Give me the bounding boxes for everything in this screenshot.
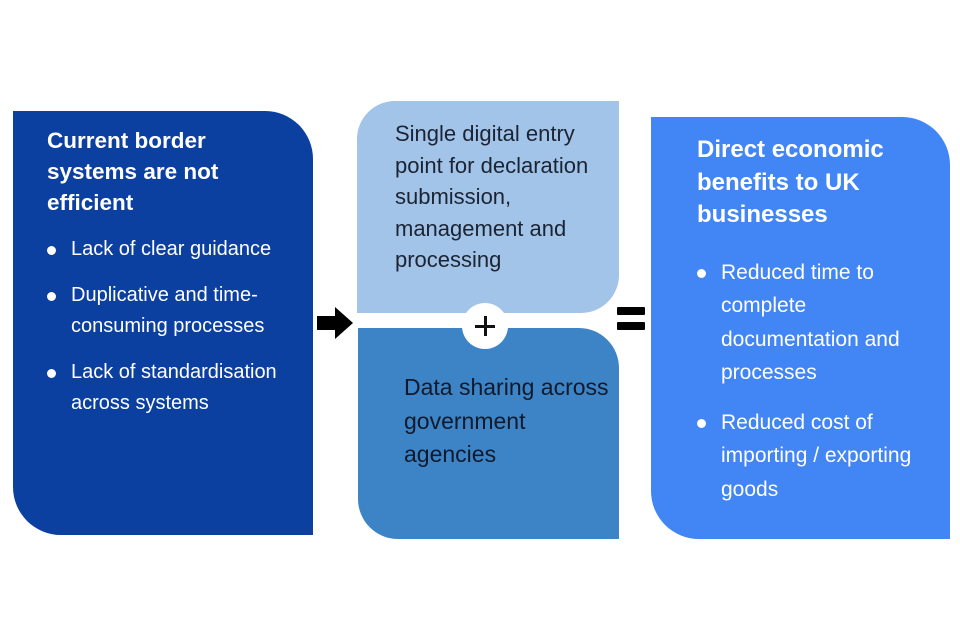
- solution-component-a-box: Single digital entry point for declarati…: [357, 101, 619, 313]
- solution-component-b-text: Data sharing across government agencies: [404, 374, 609, 467]
- equals-bar-top: [617, 307, 645, 315]
- solution-component-b-box: Data sharing across government agencies: [358, 328, 619, 539]
- problem-bullet: Lack of clear guidance: [47, 234, 297, 265]
- problem-bullet: Duplicative and time-consuming processes: [47, 280, 297, 342]
- outcome-bullet: Reduced cost of importing / exporting go…: [697, 406, 936, 507]
- problem-box: Current border systems are not efficient…: [13, 111, 313, 535]
- equals-icon: [617, 307, 645, 331]
- outcome-bullet-text: Reduced cost of importing / exporting go…: [721, 410, 912, 501]
- bullet-dot-icon: [47, 246, 56, 255]
- bullet-dot-icon: [47, 369, 56, 378]
- outcome-box: Direct economic benefits to UK businesse…: [651, 117, 950, 539]
- problem-bullet-text: Lack of clear guidance: [71, 238, 272, 260]
- problem-heading: Current border systems are not efficient: [47, 128, 219, 215]
- solution-component-a-text: Single digital entry point for declarati…: [395, 121, 589, 272]
- outcome-bullet-list: Reduced time to complete documentation a…: [697, 256, 936, 507]
- bullet-dot-icon: [697, 268, 706, 278]
- problem-bullet-list: Lack of clear guidance Duplicative and t…: [47, 234, 297, 419]
- outcome-bullet: Reduced time to complete documentation a…: [697, 256, 936, 390]
- bullet-dot-icon: [697, 418, 706, 428]
- problem-bullet-text: Duplicative and time-consuming processes: [71, 284, 265, 337]
- outcome-bullet-text: Reduced time to complete documentation a…: [721, 260, 900, 385]
- problem-bullet-text: Lack of standardisation across systems: [71, 361, 277, 414]
- arrow-right-icon: [317, 307, 353, 339]
- equals-bar-bottom: [617, 322, 645, 330]
- bullet-dot-icon: [47, 292, 56, 301]
- problem-bullet: Lack of standardisation across systems: [47, 357, 297, 419]
- plus-icon: [462, 303, 508, 349]
- outcome-heading: Direct economic benefits to UK businesse…: [697, 136, 884, 228]
